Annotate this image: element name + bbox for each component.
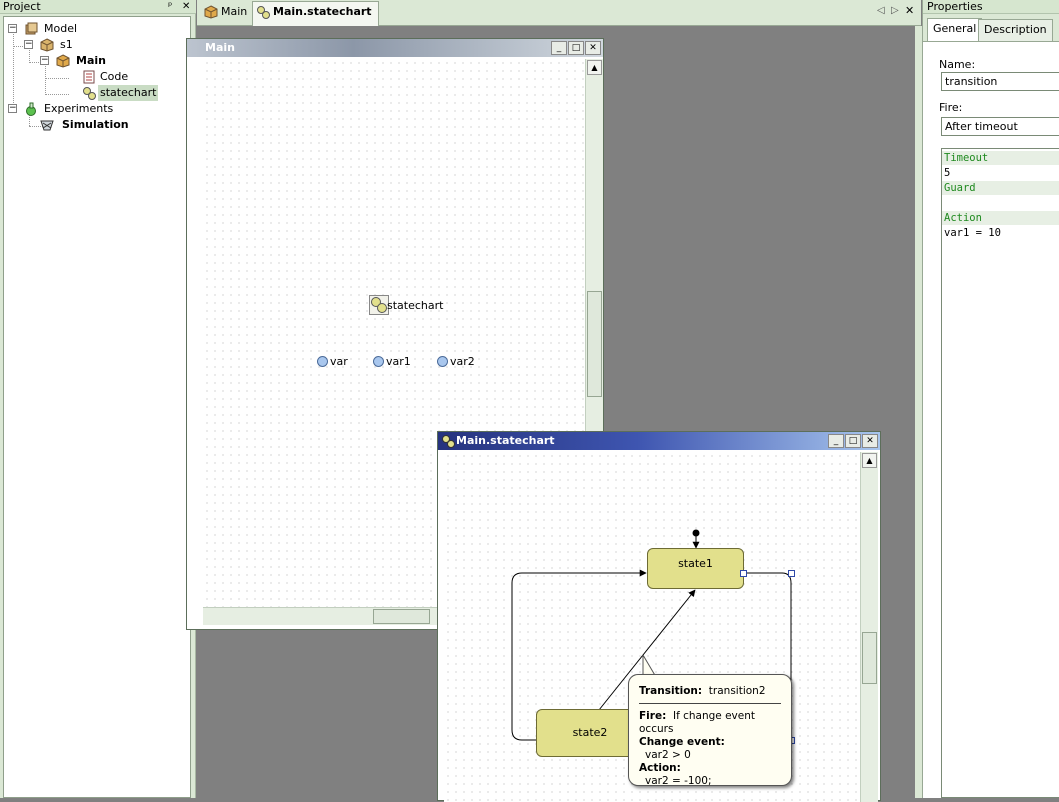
timeout-section-label: Timeout xyxy=(942,151,1059,165)
properties-panel-header: Properties xyxy=(923,0,1059,14)
package-icon xyxy=(40,38,54,52)
transition-tooltip: Transition: transition2 Fire: If change … xyxy=(628,674,792,787)
experiments-icon xyxy=(26,102,36,116)
main-window-titlebar[interactable]: Main xyxy=(187,39,603,57)
statechart-window: Main.statechart _ □ ✕ state1 xyxy=(437,431,881,802)
project-panel: Project ᵖ ✕ − Model − xyxy=(0,0,196,798)
scroll-up-icon[interactable]: ▲ xyxy=(862,453,877,468)
statechart-icon[interactable] xyxy=(369,295,389,315)
variable-var2-label: var2 xyxy=(450,355,475,368)
variable-var1-label: var1 xyxy=(386,355,411,368)
close-button[interactable]: ✕ xyxy=(585,41,601,55)
code-editor[interactable]: Timeout 5 Guard Action var1 = 10 xyxy=(941,148,1059,798)
variable-icon[interactable] xyxy=(437,356,448,367)
pin-icon[interactable]: ᵖ xyxy=(168,1,173,12)
properties-panel-title: Properties xyxy=(927,0,983,13)
tab-main-statechart[interactable]: Main.statechart xyxy=(252,1,379,26)
action-section-label: Action xyxy=(942,211,1059,225)
statechart-label: statechart xyxy=(387,299,444,312)
collapse-icon[interactable]: − xyxy=(40,55,49,65)
maximize-button[interactable]: □ xyxy=(845,434,861,448)
collapse-icon[interactable]: − xyxy=(24,39,33,49)
tab-main[interactable]: Main xyxy=(201,2,253,24)
selection-handle[interactable] xyxy=(788,570,795,577)
initial-state-dot xyxy=(692,529,700,537)
main-window-controls: _ □ ✕ xyxy=(551,41,601,55)
state1[interactable]: state1 xyxy=(647,548,744,589)
project-panel-header: Project ᵖ ✕ xyxy=(0,0,196,14)
scroll-up-icon[interactable]: ▲ xyxy=(587,60,602,75)
tab-close-icon[interactable]: ✕ xyxy=(905,4,915,17)
simulation-icon xyxy=(40,120,54,131)
tab-description[interactable]: Description xyxy=(978,19,1053,41)
project-panel-title: Project xyxy=(3,0,41,13)
statechart-window-controls: _ □ ✕ xyxy=(828,434,878,448)
transitions-layer xyxy=(511,529,792,741)
properties-panel: Properties General Description Name: tra… xyxy=(922,0,1059,798)
collapse-icon[interactable]: − xyxy=(8,103,17,113)
editor-tab-bar: Main Main.statechart ◁ ▷ ✕ xyxy=(197,0,921,26)
project-tree: − Model − s1 − Main xyxy=(3,16,191,798)
tooltip-pointer xyxy=(642,655,657,677)
statechart-window-titlebar[interactable]: Main.statechart xyxy=(438,432,880,450)
scroll-thumb[interactable] xyxy=(373,609,430,624)
guard-section-label: Guard xyxy=(942,181,1059,195)
collapse-icon[interactable]: − xyxy=(8,23,17,33)
main-window-title: Main xyxy=(205,41,235,54)
fire-label: Fire: xyxy=(939,101,963,114)
statechart-icon xyxy=(83,87,96,100)
variable-icon[interactable] xyxy=(317,356,328,367)
statechart-canvas[interactable]: state1 state2 Transition: transition2 Fi… xyxy=(444,452,860,802)
close-button[interactable]: ✕ xyxy=(862,434,878,448)
statechart-icon xyxy=(257,6,270,19)
minimize-button[interactable]: _ xyxy=(551,41,567,55)
minimize-button[interactable]: _ xyxy=(828,434,844,448)
tab-next-icon[interactable]: ▷ xyxy=(891,5,899,16)
active-object-icon xyxy=(56,54,70,68)
state2[interactable]: state2 xyxy=(536,709,644,757)
scroll-thumb[interactable] xyxy=(587,291,602,397)
code-icon xyxy=(83,70,95,84)
properties-body: Name: transition Fire: After timeout Tim… xyxy=(923,41,1059,798)
fire-dropdown[interactable]: After timeout xyxy=(941,117,1059,136)
scroll-thumb[interactable] xyxy=(862,632,877,684)
editor-border-strip xyxy=(915,26,922,798)
close-panel-icon[interactable]: ✕ xyxy=(182,1,191,12)
statechart-window-title: Main.statechart xyxy=(456,434,555,447)
active-object-icon xyxy=(204,5,218,19)
variable-var-label: var xyxy=(330,355,348,368)
statechart-icon xyxy=(442,435,455,448)
action-value[interactable]: var1 = 10 xyxy=(944,227,1001,239)
transition-line[interactable] xyxy=(598,589,696,711)
tab-general[interactable]: General xyxy=(927,18,983,42)
transition-line[interactable] xyxy=(511,569,647,741)
timeout-value[interactable]: 5 xyxy=(944,167,951,179)
model-icon xyxy=(25,22,38,35)
name-label: Name: xyxy=(939,58,976,71)
statechart-vertical-scrollbar[interactable]: ▲ xyxy=(860,452,878,802)
variable-icon[interactable] xyxy=(373,356,384,367)
maximize-button[interactable]: □ xyxy=(568,41,584,55)
name-field[interactable]: transition xyxy=(941,72,1059,91)
tab-prev-icon[interactable]: ◁ xyxy=(877,5,885,16)
selection-handle[interactable] xyxy=(740,570,747,577)
